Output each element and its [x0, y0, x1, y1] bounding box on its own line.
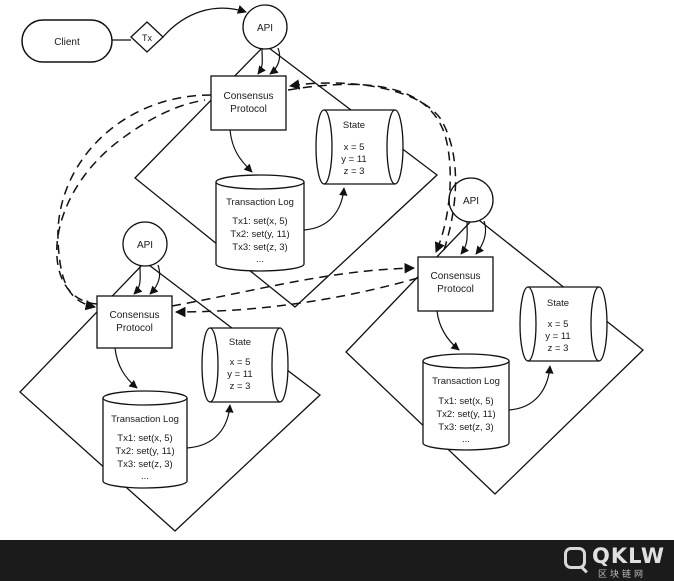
node-2-api	[122, 221, 168, 267]
node-2-consensus-line-2: Protocol	[116, 323, 153, 334]
node-1-state-title: State	[343, 120, 365, 131]
node-3-state: State x = 5 y = 11 z = 3	[519, 286, 608, 362]
node-3-state-value: x = 5	[548, 319, 569, 330]
watermark-subtitle: 区块链网	[598, 570, 647, 580]
node-3-state-value: z = 3	[548, 343, 569, 354]
replicated-state-machine-diagram: Client Tx API Consensus Protocol Transac…	[19, 4, 644, 532]
node-1-api-to-consensus-arrow	[257, 48, 266, 75]
node-2-log-entry: Tx1: set(x, 5)	[117, 433, 172, 444]
tx-label: Tx	[142, 33, 152, 43]
consensus-link-1-to-2	[57, 94, 212, 311]
node-1-api	[242, 4, 288, 50]
node-3-consensus-line-1: Consensus	[430, 271, 480, 282]
watermark-brand: QKLW	[592, 544, 666, 568]
consensus-links	[56, 79, 457, 318]
consensus-link-3-to-1	[288, 79, 457, 251]
node-3-consensus-line-2: Protocol	[437, 284, 474, 295]
node-1-state-value: x = 5	[344, 142, 365, 153]
tx-diamond	[130, 21, 164, 53]
node-1-consensus-line-1: Consensus	[223, 91, 273, 102]
node-2-log-entry: Tx2: set(y, 11)	[115, 446, 174, 457]
node-3-log-title: Transaction Log	[432, 376, 500, 387]
node-2-transaction-log: Transaction Log Tx1: set(x, 5) Tx2: set(…	[102, 390, 188, 489]
node-1-log-to-state-arrow	[303, 187, 348, 231]
node-1-consensus-to-log-arrow	[229, 129, 253, 173]
consensus-link-3-to-2	[174, 277, 419, 318]
client-label: Client	[54, 37, 80, 48]
node-1-log-entry: Tx3: set(z, 3)	[232, 242, 287, 253]
node-2-state-value: x = 5	[230, 357, 251, 368]
node-1-state-value: z = 3	[344, 166, 365, 177]
node-3-log-entry: Tx2: set(y, 11)	[436, 409, 495, 420]
node-2-state-value: y = 11	[227, 369, 252, 380]
node-2-consensus-box	[96, 295, 173, 349]
node-1-state: State x = 5 y = 11 z = 3	[315, 109, 404, 185]
node-1-log-title: Transaction Log	[226, 197, 294, 208]
node-3-consensus-box	[417, 256, 494, 312]
node-2-api-label: API	[137, 240, 153, 251]
node-1-transaction-log: Transaction Log Tx1: set(x, 5) Tx2: set(…	[215, 174, 305, 272]
node-3-api-label: API	[463, 196, 479, 207]
node-1: API Consensus Protocol Transaction Log T…	[134, 4, 439, 308]
node-3-log-entry: ...	[462, 434, 470, 445]
q-logo-icon	[564, 547, 586, 569]
node-1-log-entry: Tx1: set(x, 5)	[232, 216, 287, 227]
node-1-consensus-line-2: Protocol	[230, 104, 267, 115]
node-2-state: State x = 5 y = 11 z = 3	[201, 327, 289, 403]
client-group: Client Tx	[21, 5, 247, 63]
node-2-state-title: State	[229, 337, 251, 348]
footer-bar: QKLW 区块链网	[0, 540, 674, 581]
tx-to-api-arrow	[162, 5, 247, 38]
node-1-consensus-box	[210, 75, 287, 131]
node-2-consensus-line-1: Consensus	[109, 310, 159, 321]
consensus-link-2-to-3	[171, 262, 416, 307]
node-1-log-entry: Tx2: set(y, 11)	[230, 229, 289, 240]
client-box	[21, 19, 113, 63]
node-3-transaction-log: Transaction Log Tx1: set(x, 5) Tx2: set(…	[422, 353, 510, 451]
consensus-link-2-to-1	[56, 99, 206, 305]
watermark-logo: QKLW 区块链网	[564, 544, 666, 580]
node-2-log-entry: Tx3: set(z, 3)	[117, 459, 172, 470]
node-2-log-entry: ...	[141, 471, 149, 482]
node-1-state-value: y = 11	[341, 154, 366, 165]
node-2-log-title: Transaction Log	[111, 414, 179, 425]
node-3-state-value: y = 11	[545, 331, 570, 342]
node-1-log-entry: ...	[256, 254, 264, 265]
node-1-api-label: API	[257, 23, 273, 34]
node-3: API Consensus Protocol Transaction Log T…	[345, 177, 644, 495]
node-2: API Consensus Protocol Transaction Log T…	[19, 221, 322, 532]
node-3-state-title: State	[547, 298, 569, 309]
node-3-log-entry: Tx1: set(x, 5)	[438, 396, 493, 407]
node-2-state-value: z = 3	[230, 381, 251, 392]
node-3-log-entry: Tx3: set(z, 3)	[438, 422, 493, 433]
